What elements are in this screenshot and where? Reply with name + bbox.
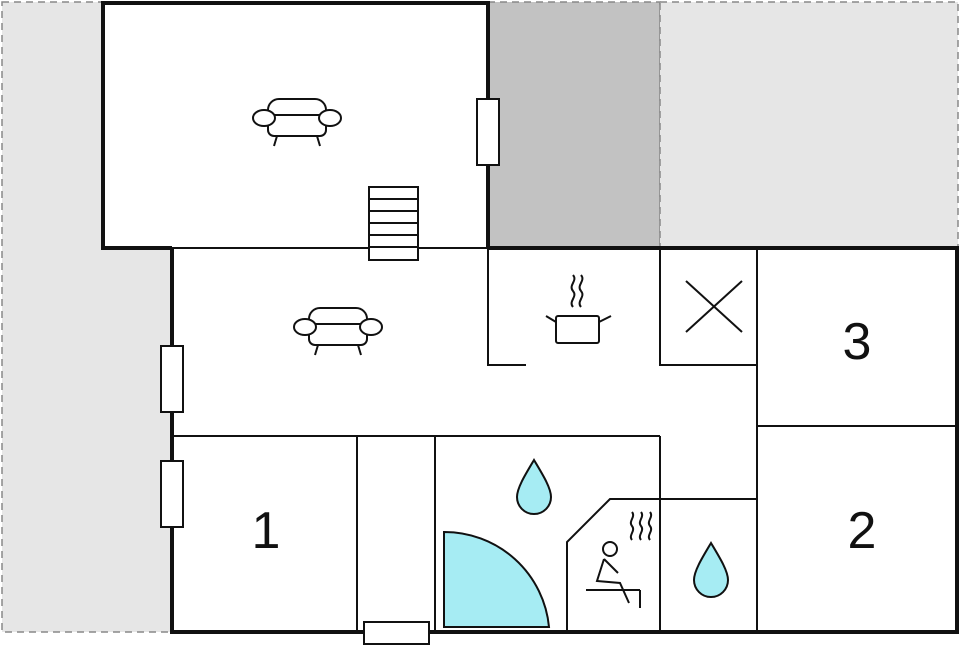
water-drop-icon (515, 458, 553, 515)
sauna-walls (566, 498, 757, 632)
room-label-3: 3 (843, 313, 872, 371)
stairs-icon (368, 186, 419, 261)
main-floor (172, 248, 957, 632)
room-label-2: 2 (848, 502, 877, 560)
sofa-icon (252, 98, 342, 147)
sauna-icon (586, 511, 653, 608)
room-label-1: 1 (252, 502, 281, 560)
window-icon (160, 345, 184, 413)
terrace-right (659, 1, 959, 249)
closet-cross-icon (685, 280, 743, 333)
shower-cabin-icon (443, 530, 551, 628)
kitchen-wall (487, 248, 526, 366)
cooking-pot-icon (545, 274, 612, 344)
window-icon (476, 98, 500, 166)
window-icon (160, 460, 184, 528)
interior-walls (172, 247, 957, 632)
water-drop-icon (692, 541, 730, 598)
upper-room-walls (101, 1, 490, 250)
sofa-icon (293, 307, 383, 356)
door-icon (363, 621, 430, 645)
covered-terrace (487, 1, 661, 249)
windows (160, 98, 500, 528)
